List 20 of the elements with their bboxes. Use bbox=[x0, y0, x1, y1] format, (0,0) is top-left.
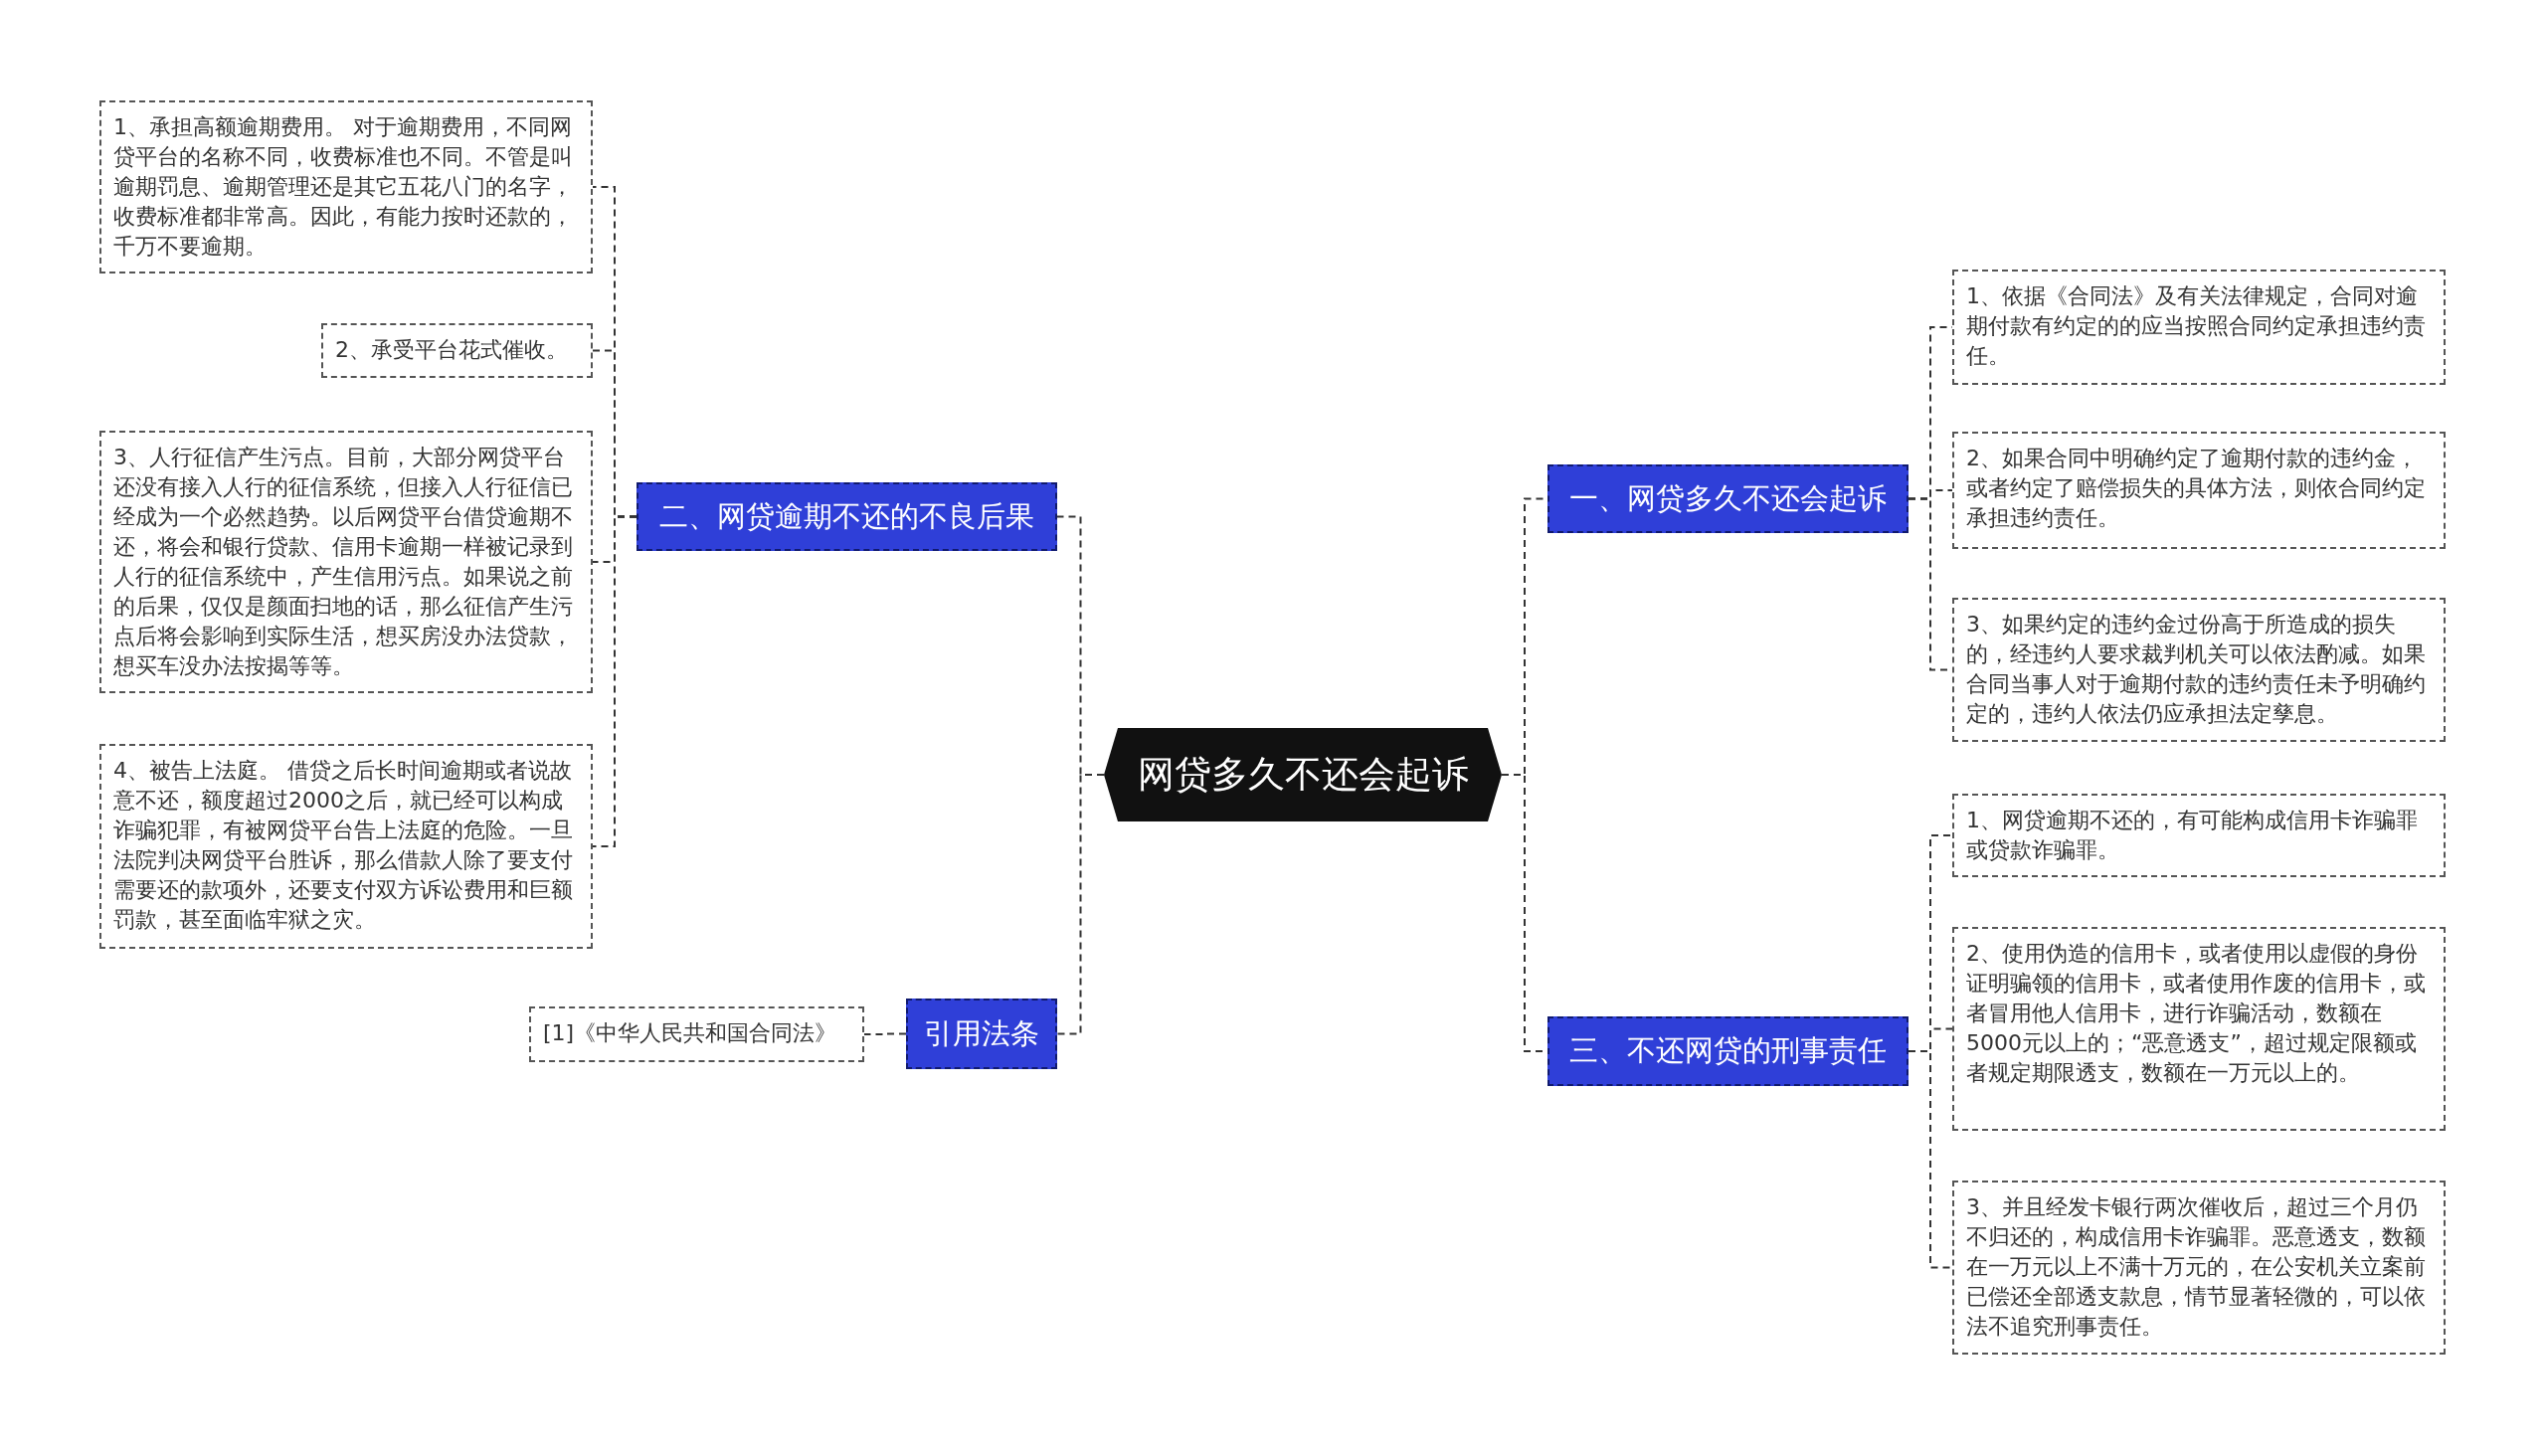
text-box: 3、人行征信产生污点。目前，大部分网贷平台还没有接入人行的征信系统，但接入人行征信已经成为一个必然趋势。以后网贷平台借贷逾期不还，将会和银行贷款、信用卡逾期一样被记录到人行的征信系统中，产生信用污点。如果说之前的后果，仅仅是颜面扫地的话，那么征信产生污点后将会影响到实际生活，想买房没办法贷款，想买车没办法按揭等等。 bbox=[99, 431, 593, 693]
text-box: 2、使用伪造的信用卡，或者使用以虚假的身份证明骗领的信用卡，或者使用作废的信用卡，或者冒用他人信用卡，进行诈骗活动，数额在5000元以上的；“恶意透支”，超过规定限额或者规定期限透支，数额在一万元以上的。 bbox=[1952, 927, 2446, 1131]
text-box: 1、依据《合同法》及有关法律规定，合同对逾期付款有约定的的应当按照合同约定承担违约责任。 bbox=[1952, 270, 2446, 385]
connector bbox=[1908, 1050, 1953, 1269]
text-box: 2、如果合同中明确约定了逾期付款的违约金，或者约定了赔偿损失的具体方法，则依合同约定承担违约责任。 bbox=[1952, 432, 2446, 549]
text-box: 4、被告上法庭。 借贷之后长时间逾期或者说故意不还，额度超过2000之后，就已经可以构成诈骗犯罪，有被网贷平台告上法庭的危险。一旦法院判决网贷平台胜诉，那么借款人除了要支付需要还的款项外，还要支付双方诉讼费用和巨额罚款，甚至面临牢狱之灾。 bbox=[99, 744, 593, 949]
topic-box: 二、网贷逾期不还的不良后果 bbox=[636, 482, 1057, 551]
text-box: 1、网贷逾期不还的，有可能构成信用卡诈骗罪或贷款诈骗罪。 bbox=[1952, 794, 2446, 877]
text-box: 3、并且经发卡银行两次催收后，超过三个月仍不归还的，构成信用卡诈骗罪。恶意透支，数额在一万元以上不满十万元的，在公安机关立案前已偿还全部透支款息，情节显著轻微的，可以依法不追究刑事责任。 bbox=[1952, 1181, 2446, 1355]
topic-box: 三、不还网贷的刑事责任 bbox=[1547, 1016, 1909, 1086]
text-box: 1、承担高额逾期费用。 对于逾期费用，不同网贷平台的名称不同，收费标准也不同。不管是叫逾期罚息、逾期管理还是其它五花八门的名字，收费标准都非常高。因此，有能力按时还款的，千万不要逾期。 bbox=[99, 100, 593, 273]
text-box: [1]《中华人民共和国合同法》 bbox=[529, 1006, 864, 1062]
text-box: 3、如果约定的违约金过份高于所造成的损失的，经违约人要求裁判机关可以依法酌减。如果合同当事人对于逾期付款的违约责任未予明确约定的，违约人依法仍应承担法定孳息。 bbox=[1952, 598, 2446, 742]
topic-box: 一、网贷多久不还会起诉 bbox=[1547, 464, 1909, 533]
topic-box: 引用法条 bbox=[906, 999, 1057, 1069]
text-box: 2、承受平台花式催收。 bbox=[321, 323, 593, 378]
connector bbox=[863, 1032, 907, 1035]
central-topic-text: 网贷多久不还会起诉 bbox=[1137, 752, 1469, 798]
connector bbox=[592, 515, 637, 847]
connector bbox=[1056, 774, 1105, 1035]
